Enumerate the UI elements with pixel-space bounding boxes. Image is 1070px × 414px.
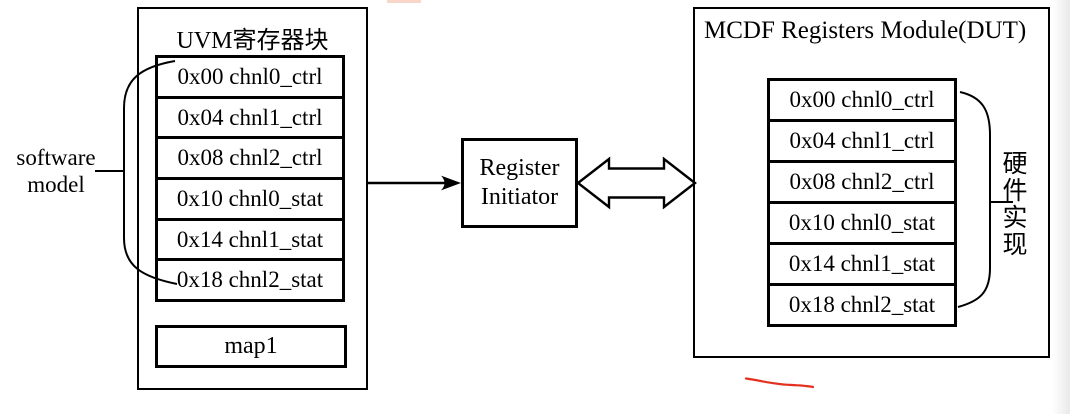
dut-block-title: MCDF Registers Module(DUT) — [704, 17, 1027, 44]
register-row: 0x00 chnl0_ctrl — [158, 58, 342, 99]
uvm-to-initiator-arrowhead-icon — [441, 175, 461, 191]
map1-box: map1 — [155, 325, 347, 368]
register-initiator-box: Register Initiator — [461, 138, 578, 228]
register-row: 0x04 chnl1_ctrl — [770, 122, 954, 163]
register-row: 0x00 chnl0_ctrl — [770, 81, 954, 122]
bidirectional-arrow-icon — [576, 156, 697, 210]
software-model-label: software model — [5, 144, 107, 198]
software-model-line1: software — [16, 145, 96, 170]
initiator-label-line1: Register — [479, 155, 560, 181]
register-row: 0x10 chnl0_stat — [770, 204, 954, 245]
dut-register-list: 0x00 chnl0_ctrl 0x04 chnl1_ctrl 0x08 chn… — [767, 78, 957, 327]
register-row: 0x14 chnl1_stat — [770, 245, 954, 286]
red-pen-mark — [744, 377, 815, 389]
initiator-label-line2: Initiator — [480, 184, 559, 210]
register-row: 0x10 chnl0_stat — [158, 180, 342, 221]
uvm-block-title: UVM寄存器块 — [176, 28, 329, 54]
register-row: 0x18 chnl2_stat — [788, 292, 936, 317]
hardware-impl-label: 硬件实现 — [999, 150, 1026, 258]
register-row: 0x08 chnl2_ctrl — [770, 163, 954, 204]
register-row: 0x04 chnl1_ctrl — [158, 99, 342, 140]
uvm-register-list: 0x00 chnl0_ctrl 0x04 chnl1_ctrl 0x08 chn… — [155, 55, 345, 302]
software-model-line2: model — [27, 172, 85, 197]
register-row: 0x18 chnl2_stat — [176, 267, 324, 293]
register-row: 0x14 chnl1_stat — [158, 221, 342, 262]
register-row: 0x08 chnl2_ctrl — [158, 139, 342, 181]
